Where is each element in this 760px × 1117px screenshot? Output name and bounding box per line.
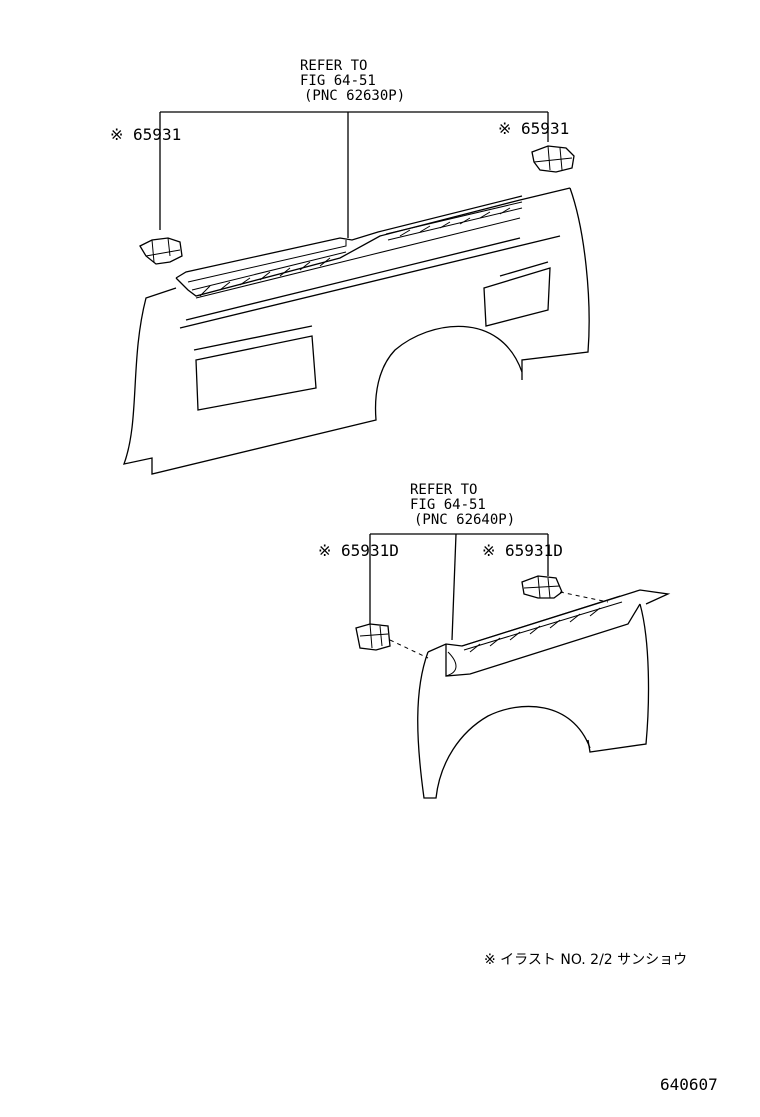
lower-right-part-number: ※ 65931D xyxy=(482,541,563,560)
footnote: ※ イラスト NO. 2/2 サンショウ xyxy=(484,952,688,968)
lower-fender-panel xyxy=(417,589,671,799)
upper-refer-line-3: (PNC 62630P) xyxy=(304,88,406,104)
lower-assembly xyxy=(355,533,671,799)
lower-left-clip xyxy=(355,623,391,651)
upper-assembly xyxy=(122,111,590,475)
upper-right-clip xyxy=(531,145,575,173)
lower-refer-line-2: FIG 64-51 xyxy=(410,497,486,513)
lower-left-part-number: ※ 65931D xyxy=(318,541,399,560)
upper-refer-line-1: REFER TO xyxy=(300,58,368,74)
lower-refer-line-1: REFER TO xyxy=(410,482,478,498)
upper-quarter-panel xyxy=(122,187,590,475)
figure-number: 640607 xyxy=(660,1075,718,1094)
upper-left-clip xyxy=(139,237,183,265)
lower-right-clip xyxy=(521,575,563,599)
lower-leader-lines xyxy=(369,533,549,641)
upper-leader-lines xyxy=(159,111,549,238)
upper-refer-line-2: FIG 64-51 xyxy=(300,73,376,89)
upper-right-part-number: ※ 65931 xyxy=(498,119,570,138)
lower-refer-line-3: (PNC 62640P) xyxy=(414,512,516,528)
upper-left-part-number: ※ 65931 xyxy=(110,125,182,144)
